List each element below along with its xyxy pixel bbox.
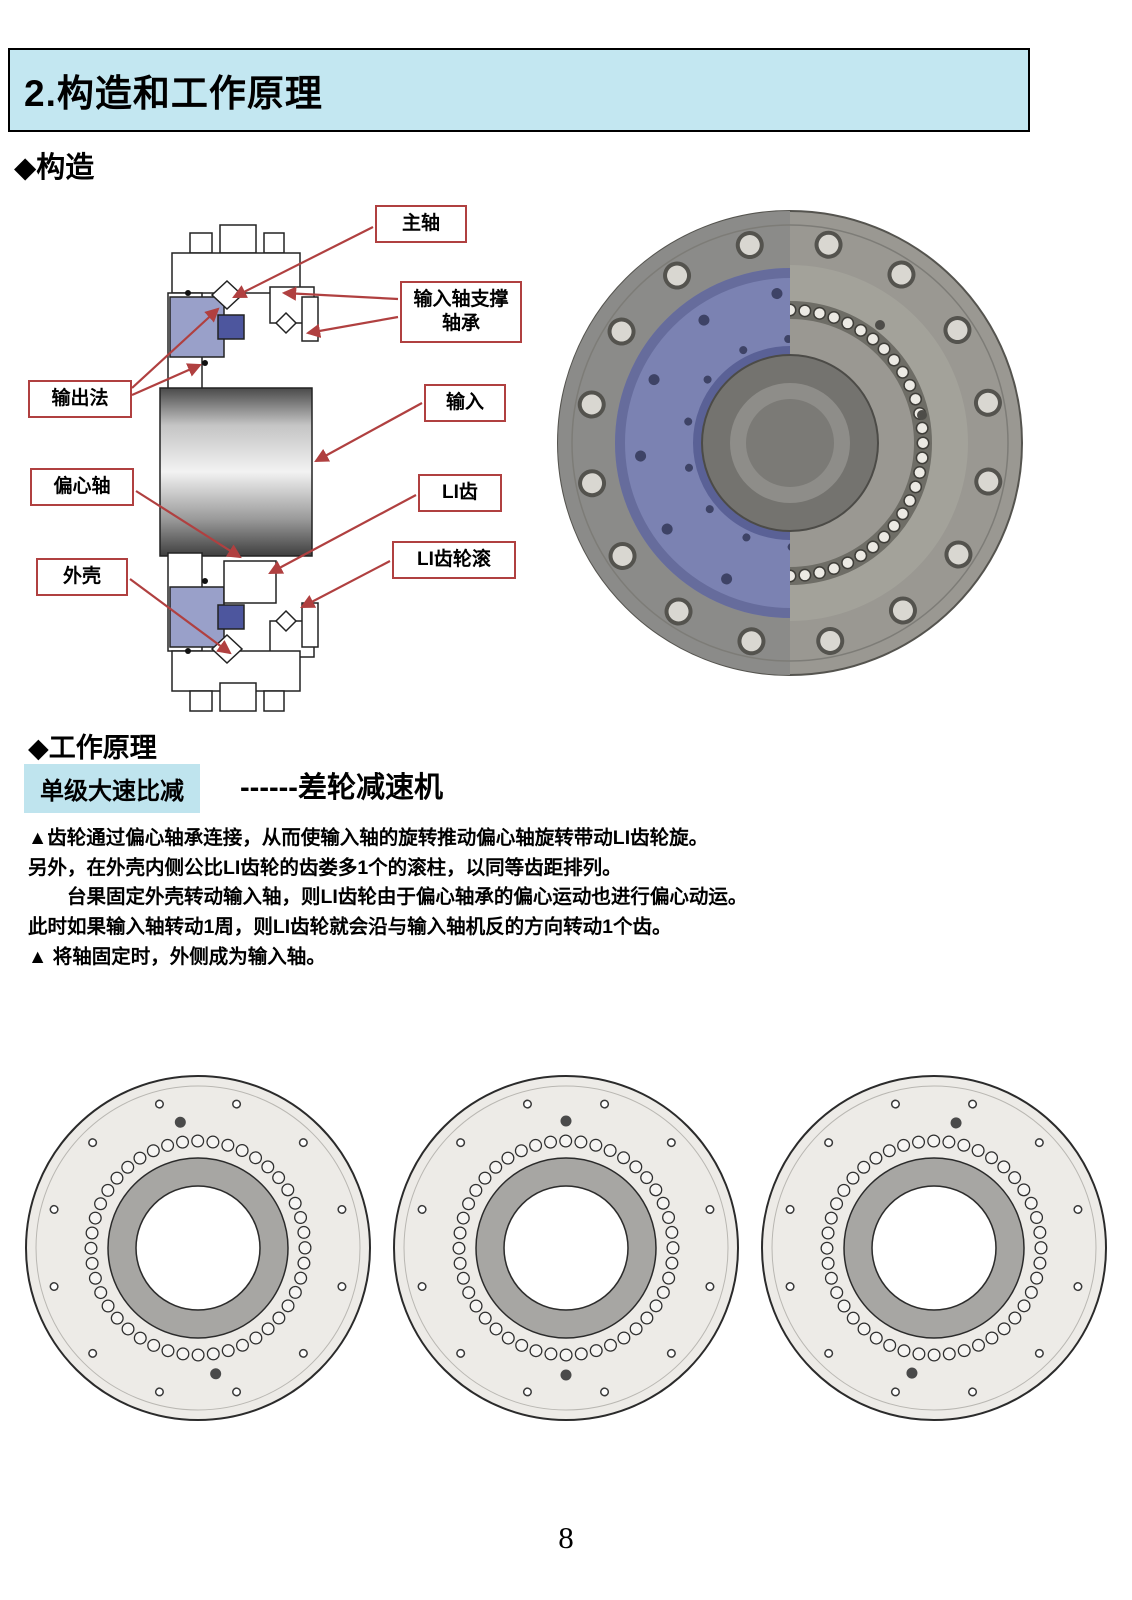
callout-input-support-bearing: 输入轴支撑轴承 [400,281,522,343]
principle-paragraph: ▲ 将轴固定时，外侧成为输入轴。 [28,945,326,968]
structure-figures: 主轴 输入轴支撑轴承 输出法 输入 偏心轴 LI齿 LI齿轮滚 外壳 [20,195,1120,725]
callout-main-shaft: 主轴 [375,205,467,243]
structure-heading: ◆构造 [14,152,95,184]
gear-phase-figure-2 [393,1075,739,1421]
assembly-render [557,210,1023,676]
cross-section-diagram [129,224,423,712]
callout-arrows [129,226,423,655]
principle-paragraph: 台果固定外壳转动输入轴，则LI齿轮由于偏心轴承的偏心运动也进行偏心动运。 [28,886,748,909]
assembly-render-figure [540,175,1040,720]
page-title: 2.构造和工作原理 [8,48,1030,132]
principle-heading: ◆工作原理 [28,733,157,763]
page-number: 8 [558,1520,574,1555]
principle-highlight-label: 单级大速比减 [24,764,200,813]
gear-phase-figure-3 [761,1075,1107,1421]
principle-paragraph: 此时如果输入轴转动1周，则LI齿轮就会沿与输入轴机反的方向转动1个齿。 [28,915,672,938]
principle-subtitle: ------差轮减速机 [240,772,443,804]
gear-phase-figure-1 [25,1075,371,1421]
cross-section-figure: 主轴 输入轴支撑轴承 输出法 输入 偏心轴 LI齿 LI齿轮滚 外壳 [20,195,560,725]
principle-paragraph: ▲齿轮通过偏心轴承连接，从而使输入轴的旋转推动偏心轴旋转带动LI齿轮旋。 [28,827,709,849]
callout-housing: 外壳 [36,558,128,596]
principle-paragraph: 另外，在外壳内侧公比LI齿轮的齿娄多1个的滚柱，以同等齿距排列。 [28,856,622,879]
gear-phase-figures [0,1058,1132,1444]
principle-paragraphs: ▲齿轮通过偏心轴承连接，从而使输入轴的旋转推动偏心轴旋转带动LI齿轮旋。 另外，… [28,824,1038,972]
callout-li-gear-roller: LI齿轮滚 [392,541,516,579]
callout-eccentric-shaft: 偏心轴 [30,468,134,506]
callout-input: 输入 [424,384,506,422]
callout-output-flange: 输出法 [28,380,132,418]
callout-li-teeth: LI齿 [418,474,502,512]
